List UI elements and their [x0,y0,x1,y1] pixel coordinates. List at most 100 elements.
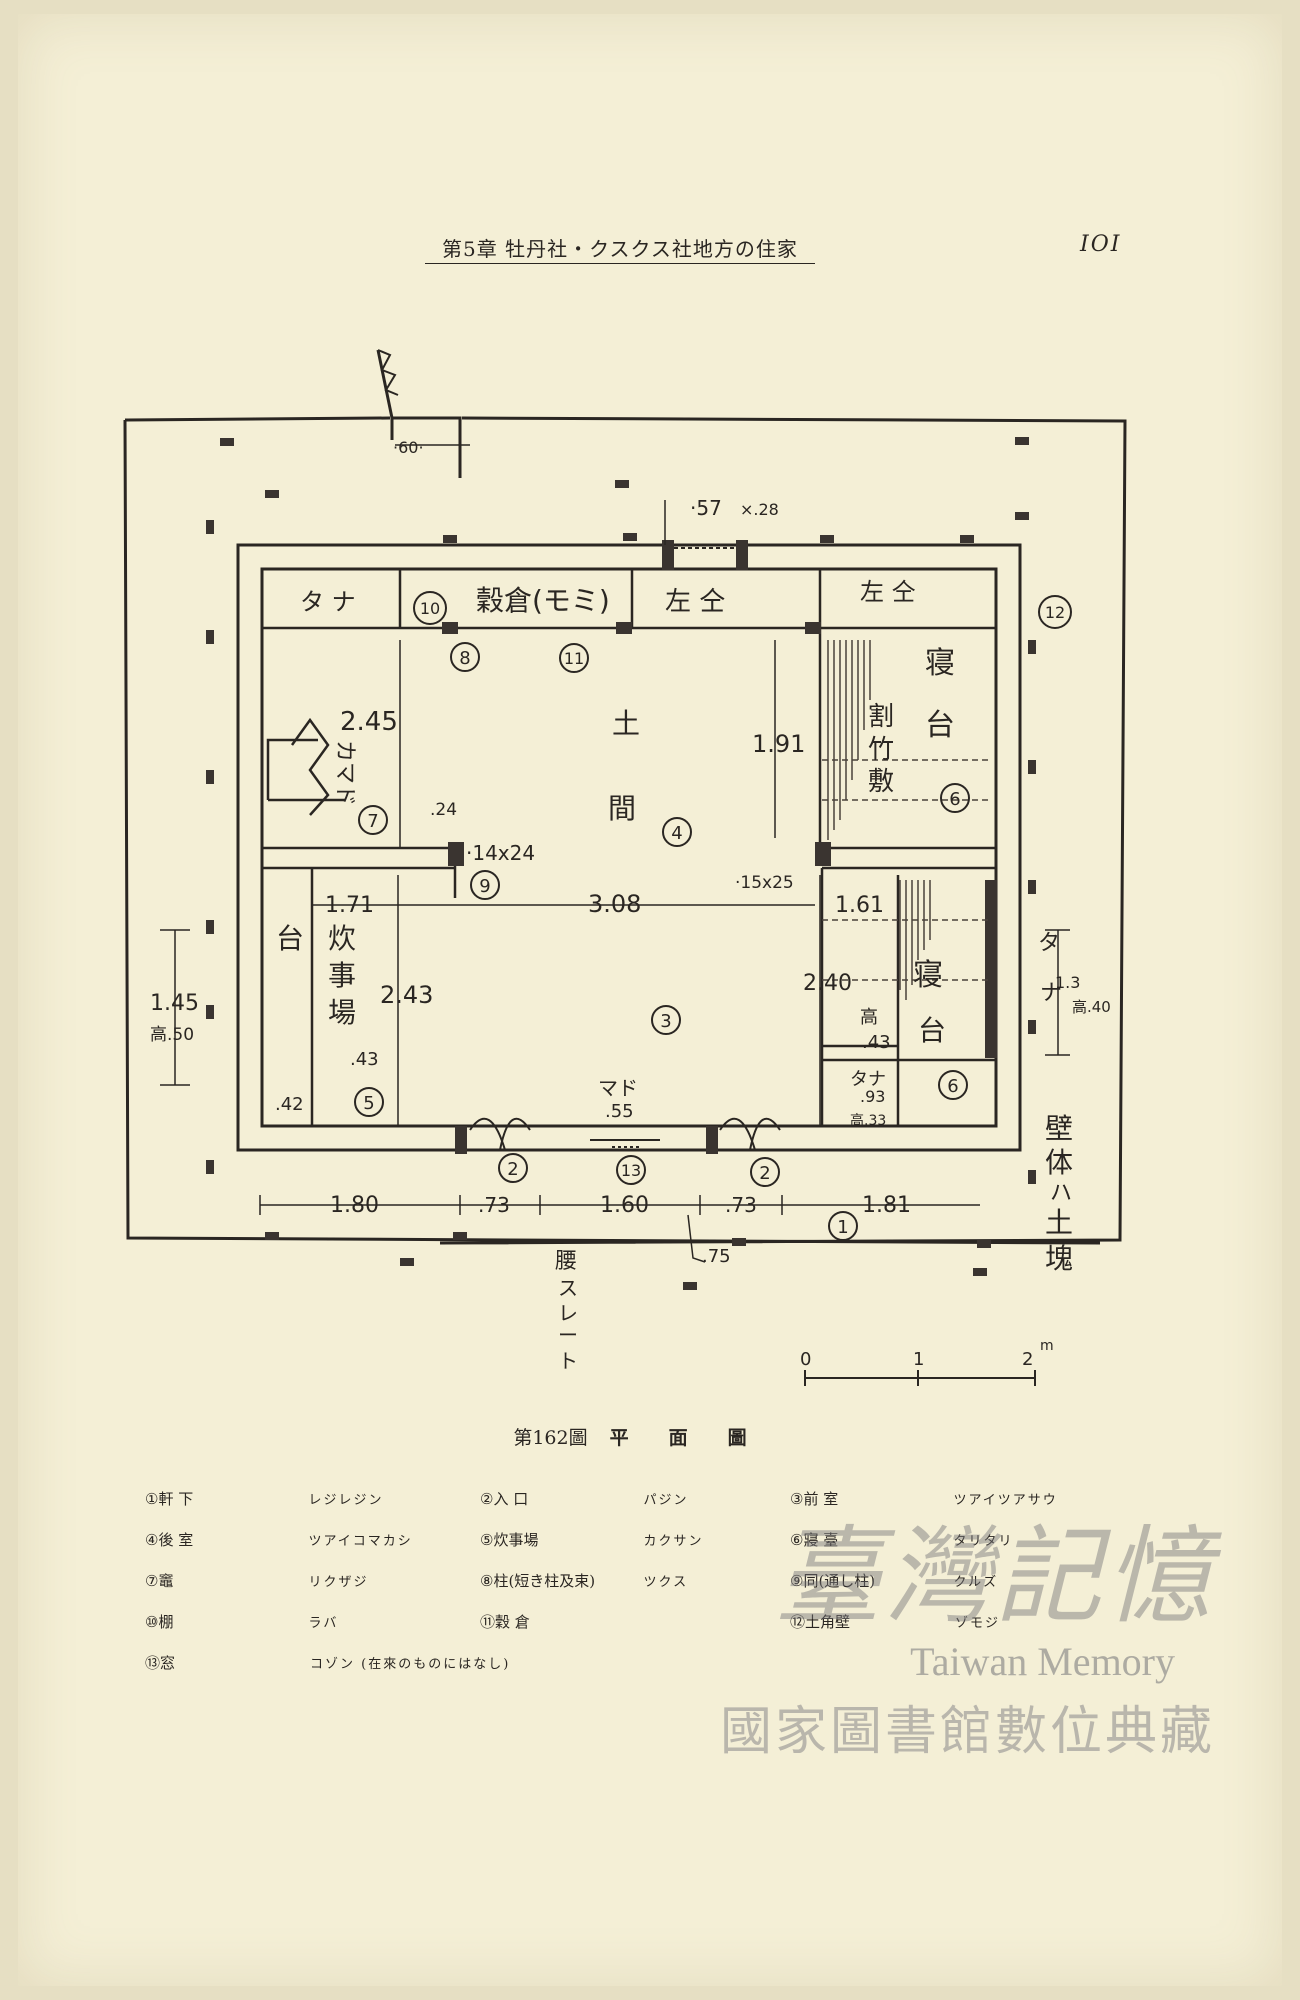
marker-4: 4 [671,823,682,844]
label-sui-1: 炊 [328,922,356,955]
figure-caption: 第162圖 平面圖 [0,1423,1300,1450]
post-markers [206,437,1036,1290]
label-tana-right-2: ナ [1040,981,1062,1006]
bed-hatching [822,640,990,1000]
label-dai-left: 台 [276,922,304,955]
scale-2: 2 [1022,1349,1033,1370]
figure-number: 第162圖 [513,1427,588,1449]
marker-12: 12 [1045,603,1065,622]
label-mado: マド [598,1076,638,1100]
label-wall-5: 塊 [1045,1242,1073,1275]
wall-posts [442,540,997,1154]
dim-42: .42 [275,1094,304,1115]
legend-item: ②入 口パジン [480,1490,689,1508]
dim-24: .24 [430,800,457,820]
dim-b180: 1.80 [330,1193,379,1218]
legend-item: ⑧柱(短き柱及束)ツクス [480,1572,689,1590]
label-sa-a: 左 仝 [665,587,725,617]
figure-title: 平面圖 [609,1427,787,1449]
dim-161: 1.61 [835,893,884,918]
label-shin-2: 寝 [913,958,943,993]
label-dai-1: 台 [925,708,955,743]
scale-bar [804,1370,1036,1386]
running-head-rule [425,263,815,264]
label-koshi-5: ト [558,1349,578,1373]
dim-h33: 高.33 [850,1112,886,1129]
label-dai-2: 台 [918,1014,946,1047]
dim-13: 1.3 [1055,973,1080,992]
legend-item: ⑪穀 倉 [480,1613,530,1631]
label-sui-3: 場 [328,996,356,1029]
dim-b160: 1.60 [600,1193,649,1218]
legend-item: ⑦竈リクザジ [145,1572,369,1590]
dim-28: ×.28 [740,500,779,519]
door-swings [469,1117,781,1151]
legend-item: ⑤炊事場カクサン [480,1531,704,1549]
label-ma: 間 [608,792,636,825]
dim-h43-label: 高 [860,1007,878,1028]
dimension-labels: ·60· ·57 ×.28 2.45 1.91 .24 ·14x24 ·15x2… [150,438,1111,1267]
marker-2b: 2 [759,1163,770,1184]
label-tana-top: タ ナ [300,588,356,616]
dim-243: 2.43 [380,981,433,1009]
dim-55: .55 [605,1101,634,1122]
dim-145: 1.45 [150,991,199,1016]
label-kokusou: 穀倉(モミ) [476,584,610,617]
scale-0: 0 [800,1349,811,1370]
dim-57: ·57 [690,496,722,520]
label-sa-b: 左 仝 [860,578,916,606]
dim-b73b: .73 [725,1193,757,1217]
dim-240: 2.40 [803,971,852,996]
legend-item: ③前 室ツアイツアサウ [790,1490,1058,1508]
marker-13: 13 [621,1161,641,1180]
dim-191: 1.91 [752,730,805,758]
dim-308: 3.08 [588,890,641,918]
dim-h43: .43 [862,1032,891,1053]
dim-h50: 高.50 [150,1025,194,1045]
legend-item: ④後 室ツアイコマカシ [145,1531,413,1549]
label-wari-1: 割 [868,702,894,732]
scale-1: 1 [913,1349,924,1370]
label-koshi-2: ス [558,1276,578,1300]
label-kamado: カマド [332,740,357,806]
running-head: 第5章 牡丹社・クスクス社地方の住家 [425,233,815,264]
dim-43: .43 [350,1049,379,1070]
dim-15x25: ·15x25 [735,873,794,893]
legend-item: ⑫土角壁ゾモジ [790,1613,1001,1631]
dimension-lines [160,444,1070,1263]
numbered-markers [354,591,1072,1241]
marker-10: 10 [420,599,440,618]
label-do: 土 [612,707,640,740]
dim-245: 2.45 [340,707,398,737]
marker-2a: 2 [507,1159,518,1180]
label-wall-4: 土 [1045,1206,1073,1239]
label-koshi-1: 腰 [555,1249,577,1274]
numbered-marker-labels: 1 2 2 3 4 5 6 6 7 8 9 10 11 12 13 [363,599,1065,1238]
marker-8: 8 [459,648,470,669]
marker-1: 1 [837,1217,848,1238]
dim-b181: 1.81 [862,1193,911,1218]
legend-item: ⑨同(通し柱)クルズ [790,1572,999,1590]
legend-item: ⑬窓コゾン (在來のものにはなし) [145,1654,511,1672]
scale-labels: 0 1 2 m [800,1338,1054,1370]
book-page [18,14,1282,1986]
label-take-1: 竹 [868,735,894,765]
label-sui-2: 事 [328,959,356,992]
label-tana-right-1: タ [1038,931,1060,956]
marker-6b: 6 [947,1076,958,1097]
marker-3: 3 [660,1011,671,1032]
marker-9: 9 [479,876,490,897]
marker-7: 7 [367,811,378,832]
page-number: IOI [1080,232,1122,257]
dim-h40: 高.40 [1072,998,1111,1016]
label-wall-2: 体 [1045,1146,1073,1179]
dim-171: 1.71 [325,893,374,918]
legend-item: ①軒 下レジレジン [145,1490,384,1508]
dim-60: ·60· [393,438,424,457]
legend: ①軒 下レジレジン ②入 口パジン ③前 室ツアイツアサウ ④後 室ツアイコマカ… [145,1488,1125,1673]
dim-b75: .75 [702,1246,731,1267]
marker-11: 11 [564,649,584,668]
dim-93: .93 [860,1087,885,1106]
dim-14x24: ·14x24 [466,841,535,865]
